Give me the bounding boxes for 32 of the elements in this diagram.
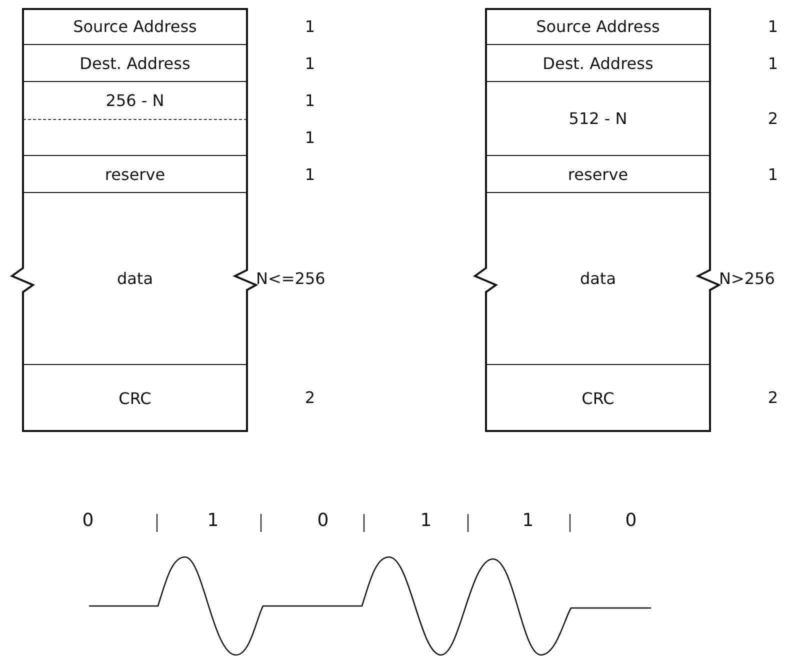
field-label: data (580, 269, 616, 288)
byte-count: 2 (768, 109, 778, 129)
bit-value: 0 (317, 510, 329, 532)
length-note: N<=256 (256, 269, 326, 289)
field-label: reserve (104, 164, 166, 184)
byte-count: 1 (768, 165, 778, 185)
field-label: 256 - N (106, 91, 164, 110)
packet-field (23, 119, 247, 156)
field-label: Source Address (73, 16, 197, 36)
field-label: CRC (582, 388, 614, 408)
field-label: reserve (568, 164, 628, 184)
field-label: data (116, 269, 154, 288)
length-note: N>256 (719, 269, 775, 289)
bit-value: 1 (207, 510, 219, 532)
bit-value: 0 (82, 510, 94, 532)
field-label: Dest. Address (542, 54, 654, 72)
field-label: 512 - N (568, 109, 628, 128)
byte-count: 1 (304, 165, 316, 185)
bit-value: 0 (625, 510, 637, 532)
byte-count: 1 (768, 54, 778, 74)
field-label: Source Address (536, 16, 660, 36)
bit-value: 1 (522, 510, 534, 532)
byte-count: 2 (768, 388, 778, 408)
byte-count: 1 (304, 128, 316, 148)
byte-count: 1 (304, 54, 316, 74)
field-label: Dest. Address (80, 54, 190, 72)
byte-count: 1 (304, 91, 316, 111)
field-label: CRC (118, 388, 152, 408)
byte-count: 1 (768, 17, 778, 37)
byte-count: 1 (304, 17, 316, 37)
byte-count: 2 (304, 388, 316, 408)
bit-value: 1 (420, 510, 432, 532)
